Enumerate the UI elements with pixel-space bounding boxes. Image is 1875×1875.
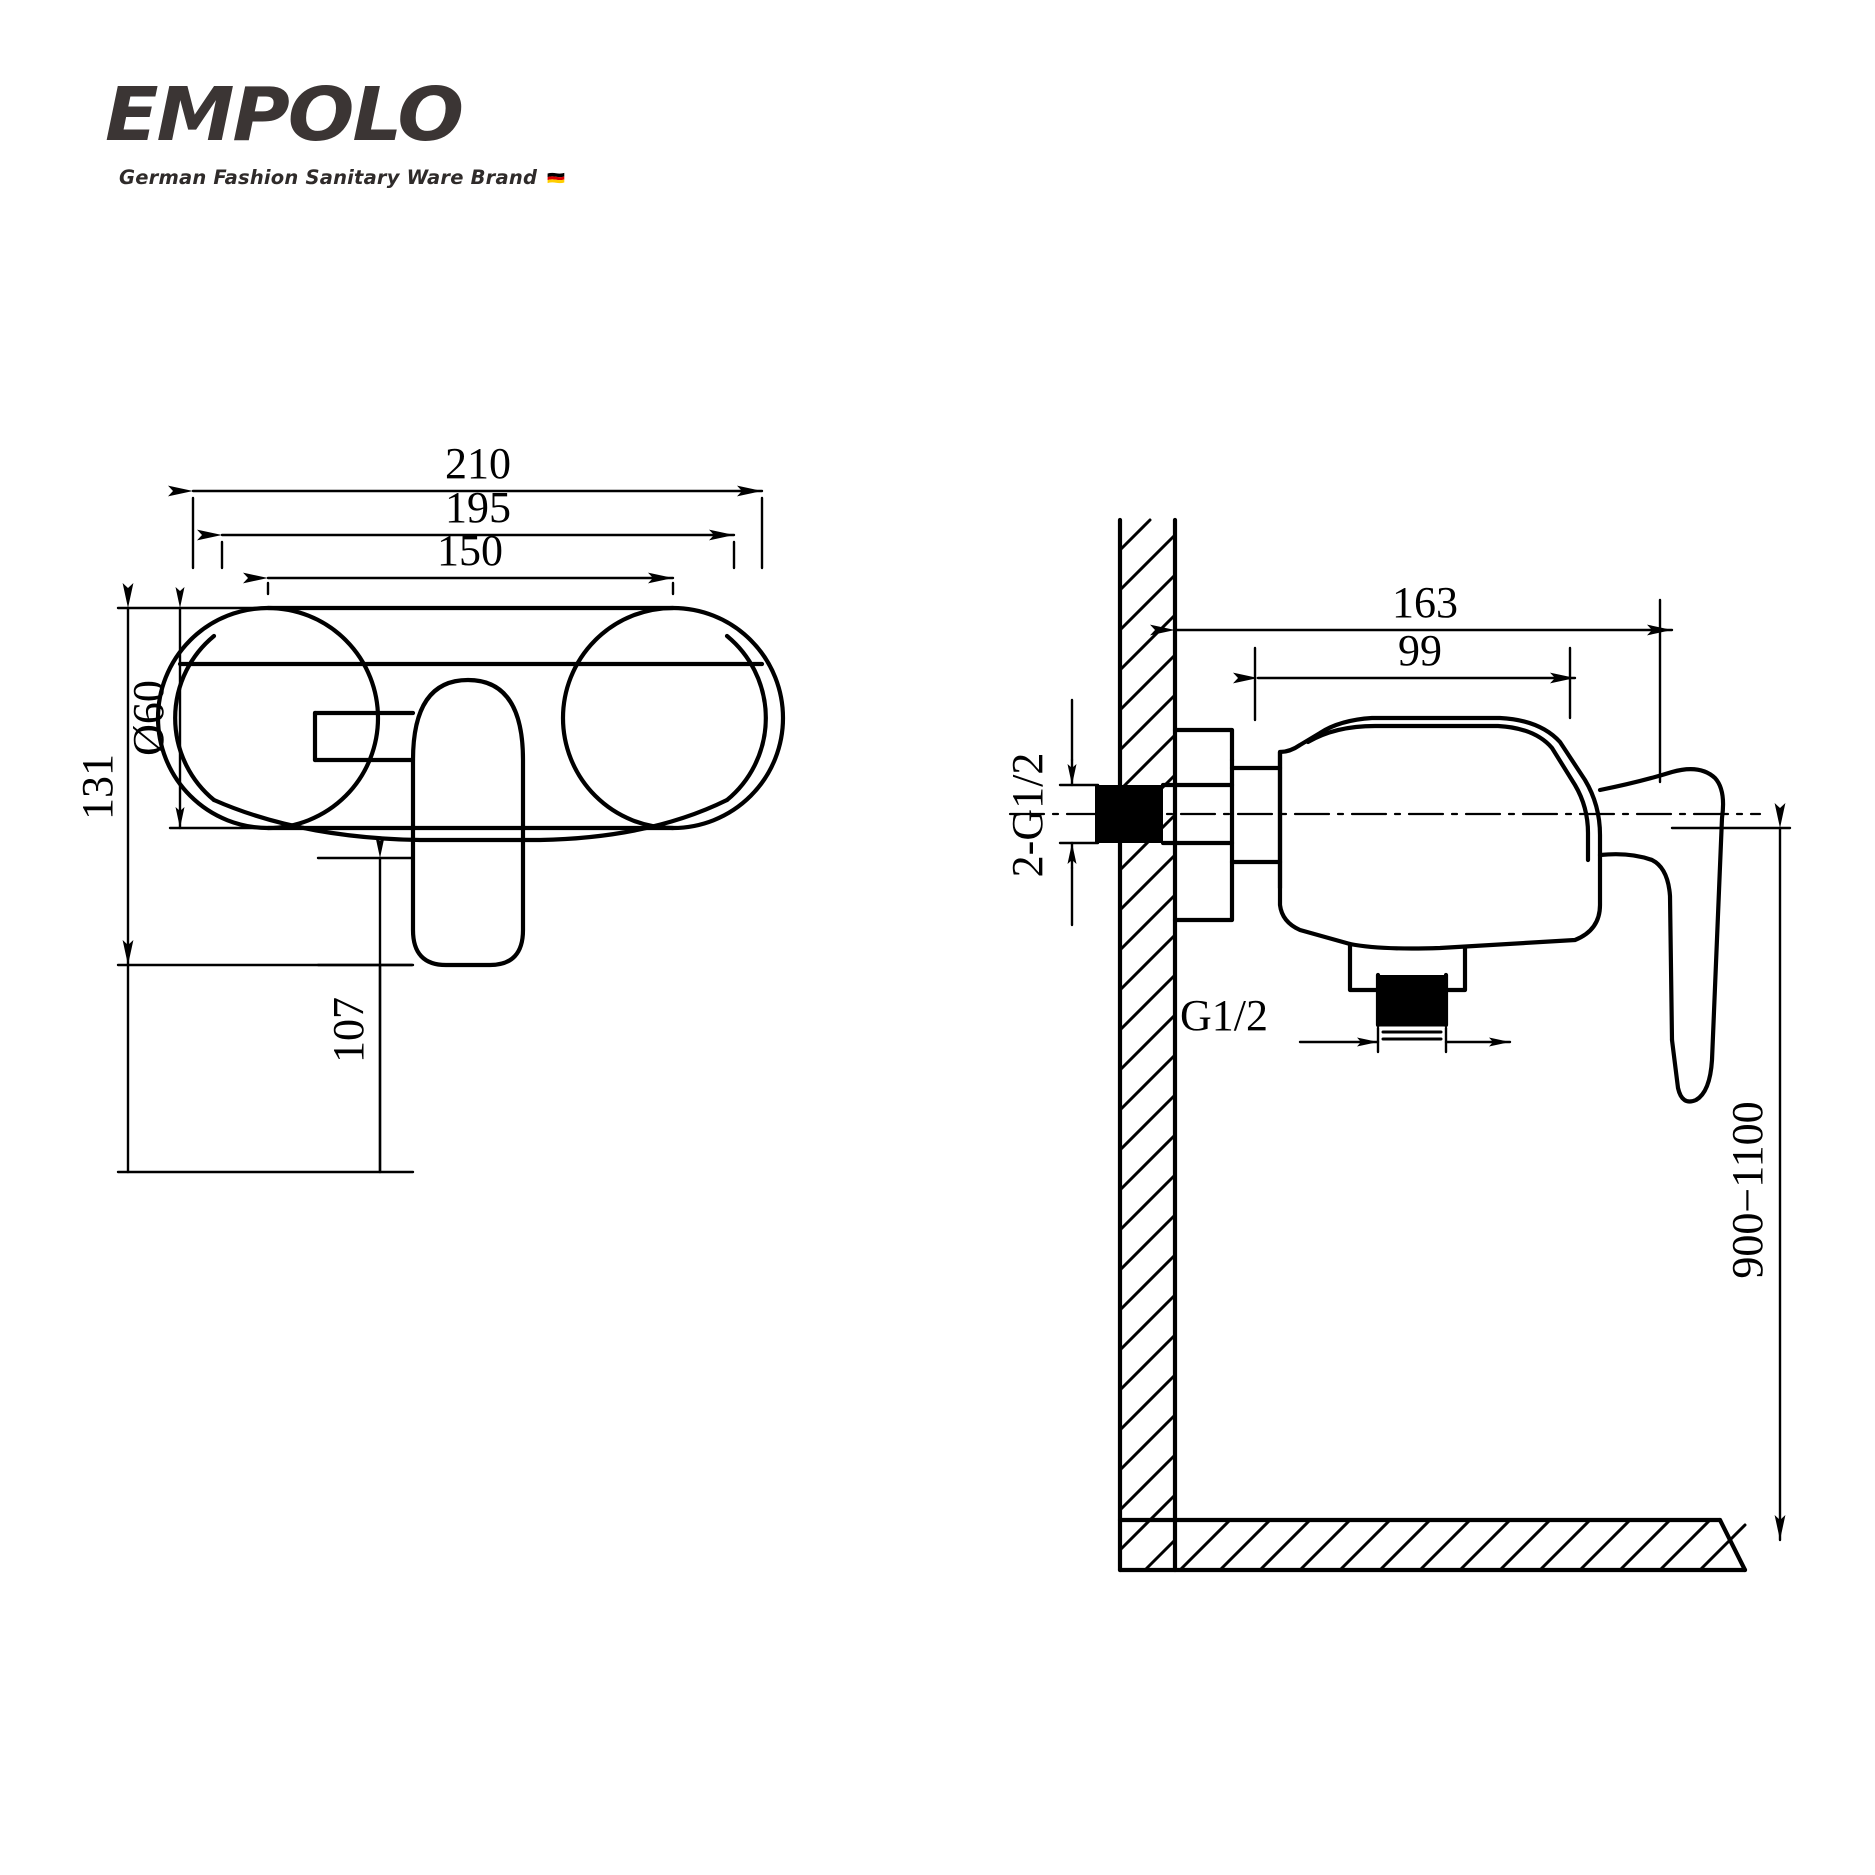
- floor-hatching: [1178, 1518, 1747, 1572]
- brand-logo: EMPOLO German Fashion Sanitary Ware Bran…: [105, 78, 565, 208]
- side-view-dimensions: 163 99 2-G1/2 G1/2 900−1100: [1003, 578, 1792, 1542]
- outlet-thread-block: [1378, 975, 1446, 1025]
- dim-outlet-thread: G1/2: [1180, 991, 1268, 1040]
- brand-wordmark: EMPOLO: [105, 72, 464, 158]
- dim-inlet-thread: 2-G1/2: [1003, 753, 1052, 878]
- dim-overall-width: 210: [445, 439, 511, 488]
- german-flag-icon: [547, 172, 565, 183]
- dim-mounting-height: 900−1100: [1723, 1101, 1772, 1278]
- brand-tagline-row: German Fashion Sanitary Ware Brand: [119, 166, 565, 189]
- dim-overall-height: 131: [73, 754, 122, 820]
- dim-overall-projection: 163: [1392, 578, 1458, 627]
- front-view-dimensions: 210 195 150 131 Ø60 107: [73, 439, 764, 1174]
- side-view-geometry: [1008, 517, 1762, 1573]
- front-view-geometry: [155, 605, 786, 968]
- wall-hatching: [1118, 518, 1177, 1572]
- brand-tagline: German Fashion Sanitary Ware Brand: [119, 166, 538, 189]
- dim-escutcheon-diameter: Ø60: [124, 680, 173, 756]
- dim-body-projection: 99: [1398, 626, 1442, 675]
- dim-handle-height: 107: [324, 997, 373, 1063]
- dim-body-width: 195: [445, 483, 511, 532]
- dim-inlet-centers: 150: [437, 526, 503, 575]
